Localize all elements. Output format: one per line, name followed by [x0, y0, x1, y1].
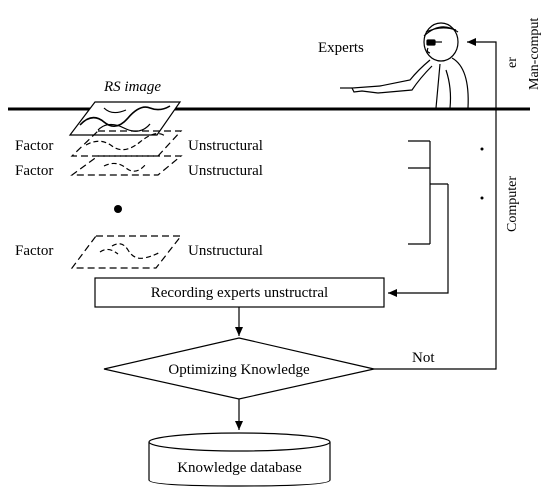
- bracket-to-recording-arrow: [388, 184, 449, 297]
- factor-label-1: Factor: [15, 138, 53, 154]
- recording-label: Recording experts unstructral: [151, 285, 328, 301]
- not-feedback-arrow: [374, 38, 497, 370]
- rs-image-icon: [68, 101, 182, 136]
- unstructural-label-1: Unstructural: [188, 138, 263, 154]
- database-cylinder: [148, 432, 331, 487]
- factor-label-3: Factor: [15, 243, 53, 259]
- recording-box: [94, 277, 385, 308]
- grouping-bracket: [408, 140, 448, 245]
- optimizing-label: Optimizing Knowledge: [168, 362, 310, 378]
- factor-layer-2: [70, 155, 183, 176]
- computer-label: Computer: [505, 176, 520, 232]
- not-label: Not: [412, 350, 435, 366]
- database-label: Knowledge database: [177, 460, 302, 476]
- ellipsis-dot-small-1: [480, 147, 484, 151]
- factor-label-2: Factor: [15, 163, 53, 179]
- man-computer-label-suffix: er: [505, 57, 520, 68]
- unstructural-label-2: Unstructural: [188, 163, 263, 179]
- expert-figure-icon: [340, 22, 469, 109]
- ellipsis-dot-large: [114, 205, 122, 213]
- rs-image-label: RS image: [103, 79, 161, 95]
- factor-layer-3: [70, 235, 183, 269]
- ellipsis-dot-small-2: [480, 196, 484, 200]
- man-computer-label: Man-comput: [527, 18, 542, 90]
- experts-label: Experts: [318, 40, 364, 56]
- unstructural-label-3: Unstructural: [188, 243, 263, 259]
